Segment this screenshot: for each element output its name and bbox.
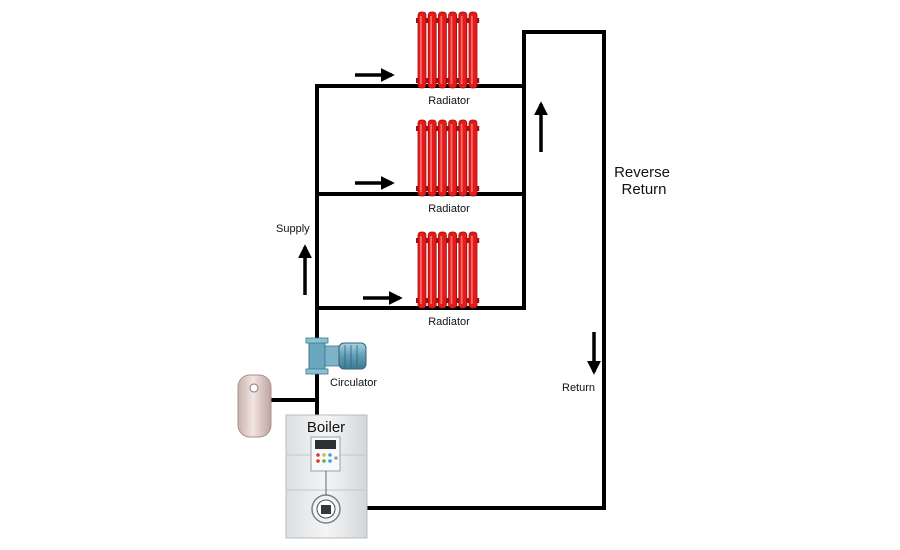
radiator-bottom-label: Radiator (428, 316, 470, 328)
boiler (285, 414, 368, 539)
radiator-column (448, 231, 458, 309)
radiator-column (427, 231, 437, 309)
radiator-column (468, 231, 478, 309)
radiator-top-label: Radiator (428, 95, 470, 107)
return-label: Return (562, 382, 595, 394)
boiler-label: Boiler (307, 419, 345, 436)
reverse-return-label-line1: Reverse (614, 164, 670, 181)
radiator-column (437, 231, 447, 309)
radiator-column (458, 11, 468, 89)
radiator-column (417, 119, 427, 197)
circulator-pump (305, 337, 367, 375)
radiator-column (427, 11, 437, 89)
radiator-bottom (416, 231, 480, 309)
supply-label: Supply (276, 223, 310, 235)
radiator-column (437, 119, 447, 197)
circulator-label: Circulator (330, 377, 377, 389)
radiator-column (458, 119, 468, 197)
radiator-column (427, 119, 437, 197)
boiler-display (315, 440, 336, 449)
radiator-mid (416, 119, 480, 197)
expansion-tank (237, 374, 272, 438)
radiator-column (468, 119, 478, 197)
flow-arrows (298, 68, 601, 375)
radiator-column (458, 231, 468, 309)
radiator-mid-label: Radiator (428, 203, 470, 215)
radiator-column (448, 119, 458, 197)
radiator-column (417, 11, 427, 89)
radiator-column (437, 11, 447, 89)
radiator-column (468, 11, 478, 89)
reverse-return-label-line2: Return (621, 181, 666, 198)
radiator-top (416, 11, 480, 89)
tank-valve-icon (249, 383, 259, 393)
radiator-column (417, 231, 427, 309)
radiator-column (448, 11, 458, 89)
